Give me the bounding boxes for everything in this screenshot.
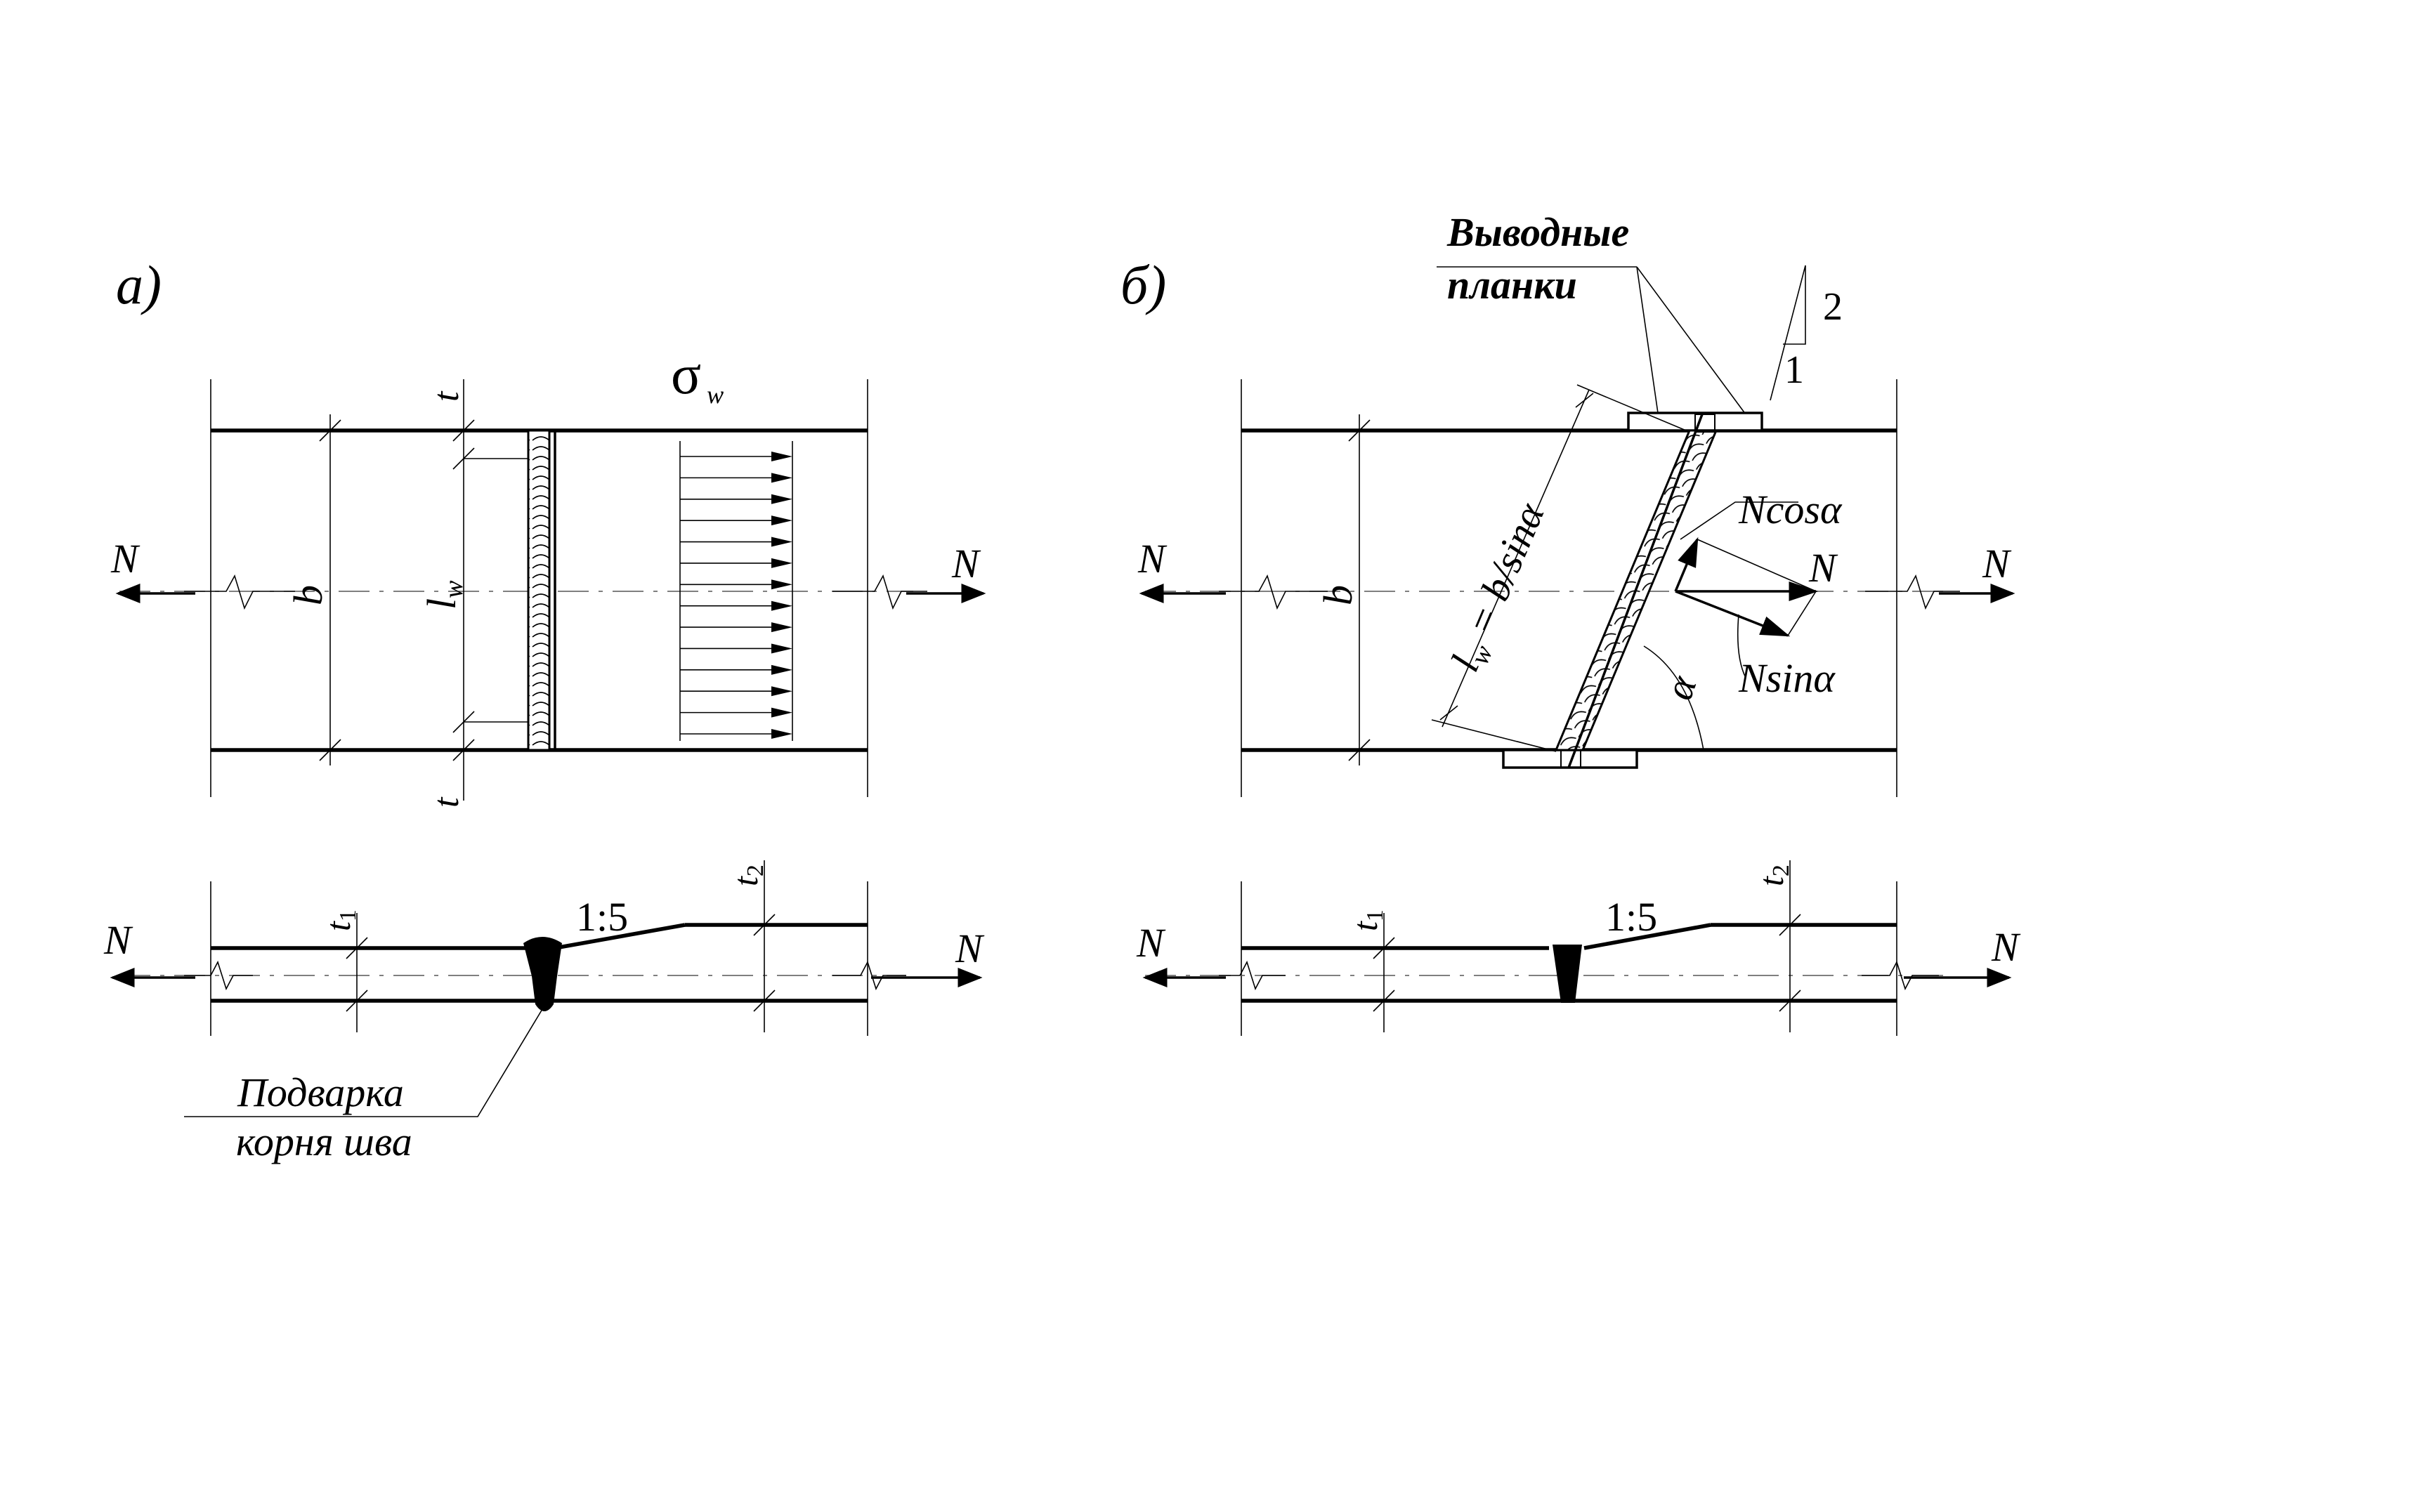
slope-ratio-2: 2: [1823, 285, 1843, 329]
root-note-line1: Подварка: [237, 1070, 404, 1115]
stress-arrow-head: [771, 473, 792, 483]
slope-label-a: 1:5: [576, 894, 628, 940]
force-label-a-sec-right: N: [955, 926, 985, 971]
stress-arrow-head: [771, 537, 792, 547]
force-label-b-sec-left: N: [1136, 920, 1166, 966]
stress-arrow-head: [771, 707, 792, 718]
plates-label-line1: Выводные: [1446, 209, 1629, 255]
stress-arrow-head: [771, 494, 792, 504]
panel-b-section: t1 t2 1:5 N N: [1136, 860, 2021, 1036]
break-mark-right: [832, 574, 927, 610]
angle-alpha-arc: [1643, 645, 1704, 751]
force-label-b-right: N: [1982, 541, 2012, 586]
dim-t1-a: t1: [318, 909, 361, 931]
dim-t2-a: t2: [726, 865, 769, 886]
stress-arrow-head: [771, 579, 792, 590]
dim-lw-b-label: lw = b/sinα: [1442, 495, 1557, 679]
ncos-label: Ncosα: [1738, 487, 1843, 532]
force-label-b-left: N: [1137, 536, 1168, 581]
panel-a-section: t1 t2 1:5 N N Подварка корня шва: [103, 860, 985, 1164]
stress-diagram: [679, 441, 793, 741]
stress-arrow-head: [771, 558, 792, 568]
force-label-left: N: [110, 536, 140, 581]
stress-arrow-head: [771, 600, 792, 611]
dim-t-top-label: t: [426, 390, 466, 402]
stress-arrow-head: [771, 515, 792, 526]
slope-label-b: 1:5: [1605, 894, 1657, 940]
stress-arrow-head: [771, 664, 792, 675]
dim-lw-b-line: [1442, 389, 1590, 728]
panel-a-letter: а): [116, 254, 162, 315]
vector-nsin: [1675, 590, 1791, 637]
dim-lw-label: lw: [419, 580, 469, 610]
stress-arrow-head: [771, 729, 792, 739]
dim-t-bottom-label: t: [426, 796, 466, 808]
dim-t1-b: t1: [1345, 909, 1388, 931]
stress-arrow-head: [771, 452, 792, 461]
break-mark-left: [184, 574, 295, 610]
vector-ncos: [1674, 537, 1699, 592]
panel-b-plan: б) Выводные планки 2 1 N N b: [1120, 209, 2015, 797]
slope-triangle: [1770, 265, 1806, 401]
dim-b-label-b: b: [1315, 585, 1361, 605]
panel-b-letter: б): [1120, 254, 1166, 315]
slope-ratio-1: 1: [1784, 348, 1804, 392]
plates-label-line2: планки: [1447, 262, 1577, 308]
force-label-a-sec-left: N: [103, 917, 133, 963]
butt-weld-seam-a: [527, 429, 551, 751]
nsin-label: Nsinα: [1738, 655, 1836, 701]
dim-t2-b: t2: [1751, 865, 1794, 886]
root-note-leader: [184, 1005, 545, 1117]
alpha-label: α: [1655, 669, 1706, 705]
weld-without-root: [1553, 945, 1582, 1003]
weld-with-root: [523, 937, 562, 1011]
root-note-line2: корня шва: [236, 1119, 412, 1164]
stress-arrow-head: [771, 643, 792, 654]
section-a-taper: [554, 923, 686, 950]
force-label-b-sec-right: N: [1991, 924, 2021, 970]
dim-b-label: b: [285, 585, 331, 605]
force-label-right: N: [951, 541, 981, 586]
vector-n-label: N: [1808, 545, 1838, 591]
stress-arrow-head: [771, 686, 792, 697]
stress-arrow-head: [771, 622, 792, 633]
